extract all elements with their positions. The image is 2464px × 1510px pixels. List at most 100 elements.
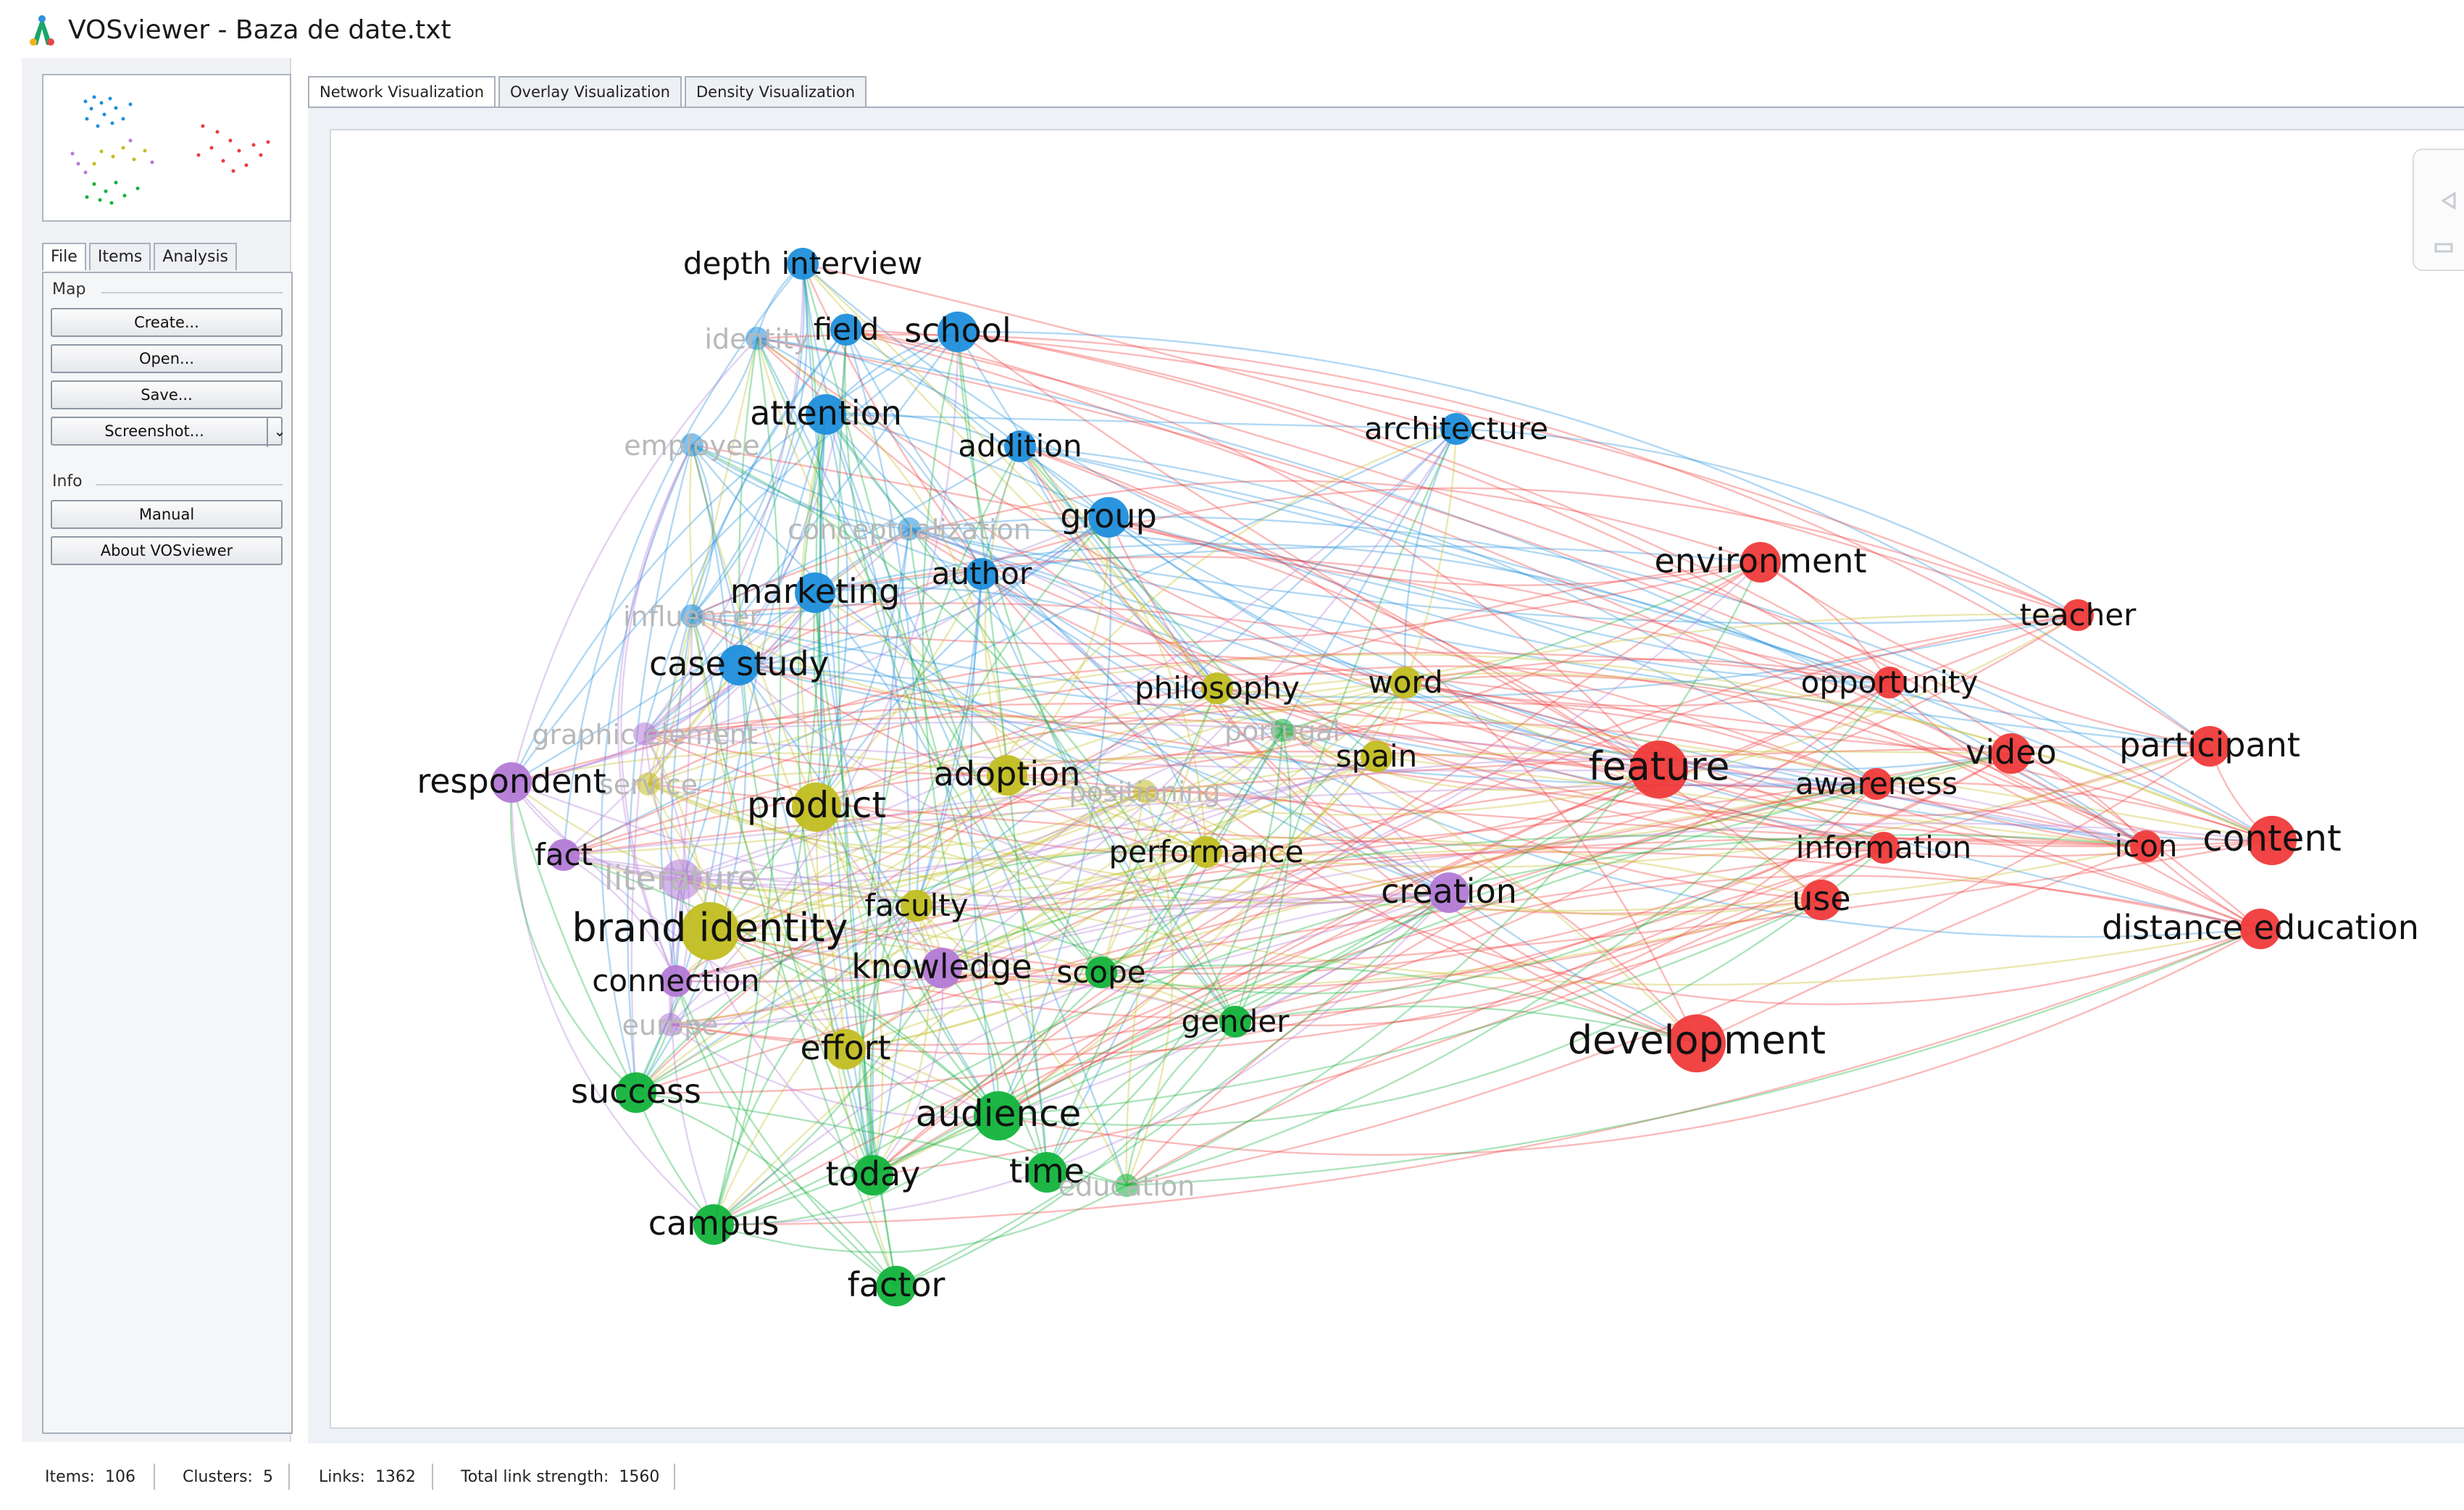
network-node[interactable] bbox=[1085, 956, 1117, 988]
network-node[interactable] bbox=[616, 1072, 656, 1113]
network-node[interactable] bbox=[660, 965, 692, 997]
tab-overlay-visualization[interactable]: Overlay Visualization bbox=[498, 76, 682, 107]
network-canvas[interactable] bbox=[330, 129, 2464, 1429]
network-node-label[interactable]: teacher bbox=[2020, 597, 2137, 633]
network-node-label[interactable]: feature bbox=[1589, 743, 1730, 789]
network-node[interactable] bbox=[1088, 497, 1129, 538]
network-node-label[interactable]: adoption bbox=[934, 754, 1081, 793]
network-node[interactable] bbox=[1271, 719, 1294, 742]
network-node[interactable] bbox=[680, 604, 703, 627]
tab-network-visualization[interactable]: Network Visualization bbox=[308, 76, 496, 107]
network-node-label[interactable]: addition bbox=[958, 428, 1082, 464]
network-node-label[interactable]: field bbox=[814, 312, 880, 347]
network-node-label[interactable]: information bbox=[1796, 830, 1971, 865]
network-node-label[interactable]: product bbox=[747, 784, 886, 826]
network-node-label[interactable]: development bbox=[1568, 1017, 1826, 1063]
network-node[interactable] bbox=[1190, 836, 1222, 868]
network-node-label[interactable]: time bbox=[1009, 1151, 1085, 1190]
network-node[interactable] bbox=[681, 902, 739, 960]
network-node[interactable] bbox=[633, 722, 656, 746]
network-node-label[interactable]: literature bbox=[604, 859, 758, 898]
network-node-label[interactable]: video bbox=[1966, 733, 2057, 772]
network-node-label[interactable]: group bbox=[1060, 496, 1157, 535]
network-node[interactable] bbox=[1004, 430, 1036, 462]
network-node-label[interactable]: architecture bbox=[1364, 411, 1548, 446]
network-node-label[interactable]: today bbox=[826, 1154, 921, 1193]
network-node[interactable] bbox=[680, 433, 703, 456]
network-node[interactable] bbox=[1027, 1152, 1067, 1193]
tab-density-visualization[interactable]: Density Visualization bbox=[684, 76, 867, 107]
network-node[interactable] bbox=[659, 1013, 682, 1036]
network-node[interactable] bbox=[922, 948, 962, 988]
network-node[interactable] bbox=[1201, 672, 1233, 704]
network-node-label[interactable]: performance bbox=[1109, 834, 1304, 869]
network-node[interactable] bbox=[2240, 909, 2281, 949]
network-node-label[interactable]: environment bbox=[1655, 541, 1867, 580]
network-node[interactable] bbox=[853, 1155, 893, 1196]
network-node-label[interactable]: fact bbox=[535, 837, 593, 872]
network-node[interactable] bbox=[792, 783, 841, 832]
network-node[interactable] bbox=[1429, 872, 1469, 913]
network-node[interactable] bbox=[825, 1029, 866, 1069]
network-node[interactable] bbox=[1860, 768, 1892, 800]
network-node-label[interactable]: campus bbox=[648, 1204, 780, 1243]
network-node[interactable] bbox=[548, 839, 580, 871]
network-node[interactable] bbox=[795, 572, 835, 613]
network-node[interactable] bbox=[1740, 542, 1781, 583]
network-node-label[interactable]: word bbox=[1368, 664, 1442, 700]
network-node[interactable] bbox=[806, 394, 846, 435]
network-node[interactable] bbox=[1390, 667, 1421, 698]
open-button[interactable]: Open... bbox=[51, 344, 283, 373]
network-node-label[interactable]: spain bbox=[1336, 738, 1418, 774]
overview-minimap[interactable] bbox=[42, 74, 291, 222]
network-node[interactable] bbox=[987, 755, 1027, 796]
network-node[interactable] bbox=[693, 1204, 734, 1245]
network-node[interactable] bbox=[2062, 599, 2094, 631]
network-node-label[interactable]: influencer bbox=[623, 601, 761, 633]
network-node-label[interactable]: employee bbox=[624, 430, 760, 462]
network-node-label[interactable]: distance education bbox=[2102, 908, 2419, 947]
tab-file[interactable]: File bbox=[42, 243, 86, 270]
network-node-label[interactable]: marketing bbox=[730, 572, 900, 611]
network-node-label[interactable]: success bbox=[571, 1072, 701, 1111]
network-node[interactable] bbox=[966, 558, 998, 590]
network-node-label[interactable]: participant bbox=[2119, 725, 2300, 764]
network-node[interactable] bbox=[637, 772, 660, 796]
network-node-label[interactable]: respondent bbox=[417, 762, 606, 801]
network-node[interactable] bbox=[830, 314, 862, 346]
network-node-label[interactable]: scope bbox=[1056, 954, 1145, 990]
network-node-label[interactable]: connection bbox=[592, 963, 759, 998]
network-node[interactable] bbox=[1630, 741, 1688, 798]
create-button[interactable]: Create... bbox=[51, 308, 283, 337]
network-node[interactable] bbox=[1868, 832, 1900, 864]
network-node-label[interactable]: case study bbox=[649, 644, 829, 683]
tab-items[interactable]: Items bbox=[88, 243, 151, 270]
network-node-label[interactable]: brand identity bbox=[572, 905, 848, 951]
network-node[interactable] bbox=[1219, 1006, 1251, 1038]
save-button[interactable]: Save... bbox=[51, 380, 283, 409]
network-node[interactable] bbox=[1115, 1174, 1138, 1197]
network-node[interactable] bbox=[661, 859, 701, 900]
network-node-label[interactable]: graphic element bbox=[532, 719, 757, 751]
network-node-label[interactable]: school bbox=[904, 311, 1011, 350]
network-node[interactable] bbox=[1440, 413, 1472, 445]
network-node-label[interactable]: use bbox=[1792, 879, 1850, 918]
zoom-navigation-control[interactable] bbox=[2413, 149, 2464, 271]
network-node[interactable] bbox=[898, 517, 921, 541]
network-node[interactable] bbox=[1801, 880, 1842, 920]
network-node[interactable] bbox=[876, 1266, 916, 1306]
network-node[interactable] bbox=[787, 248, 819, 280]
network-node-label[interactable]: depth interview bbox=[683, 246, 922, 281]
network-node-label[interactable]: icon bbox=[2114, 828, 2177, 864]
network-node[interactable] bbox=[746, 327, 769, 350]
network-node-label[interactable]: creation bbox=[1381, 872, 1517, 911]
network-node-label[interactable]: positioning bbox=[1069, 776, 1220, 808]
network-node-label[interactable]: portugal bbox=[1224, 715, 1340, 747]
network-node-label[interactable]: content bbox=[2202, 817, 2341, 859]
network-node[interactable] bbox=[491, 762, 532, 803]
manual-button[interactable]: Manual bbox=[51, 500, 283, 529]
network-node[interactable] bbox=[1991, 733, 2031, 774]
network-node[interactable] bbox=[2247, 816, 2297, 865]
network-node[interactable] bbox=[901, 890, 932, 922]
network-node[interactable] bbox=[1874, 667, 1905, 698]
